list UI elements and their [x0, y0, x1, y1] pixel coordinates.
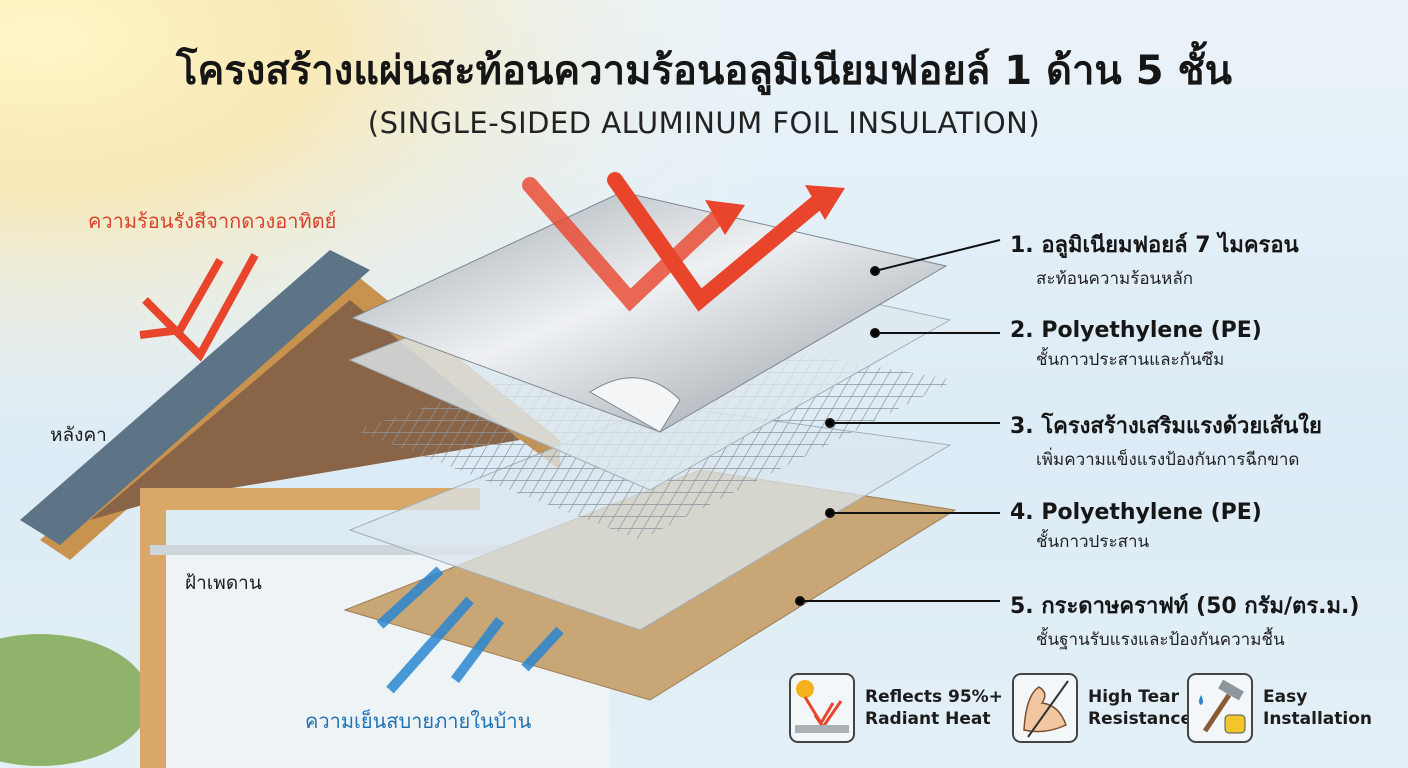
layer-label-4: 4. Polyethylene (PE) ชั้นกาวประสาน [1010, 500, 1262, 555]
page-subtitle: (SINGLE-SIDED ALUMINUM FOIL INSULATION) [367, 106, 1041, 140]
indoor-cool-label: ความเย็นสบายภายในบ้าน [305, 709, 532, 733]
layer-desc: ชั้นกาวประสาน [1036, 532, 1150, 552]
sun-heat-arrows [139, 253, 259, 362]
layer-title: 3. โครงสร้างเสริมแรงด้วยเส้นใย [1010, 414, 1322, 439]
layer-desc: ชั้นกาวประสานและกันซึม [1036, 350, 1225, 370]
feature-line: Radiant Heat [865, 709, 991, 729]
leader-lines [795, 239, 1001, 606]
feature-reflects: Reflects 95%+Radiant Heat [789, 673, 1003, 743]
feature-line: Easy [1263, 687, 1308, 707]
ceiling-label: ฝ้าเพดาน [185, 572, 262, 594]
reflected-heat-arrows [522, 172, 828, 312]
layer-title: 5. กระดาษคราฟท์ (50 กรัม/ตร.ม.) [1010, 594, 1360, 619]
layer-label-5: 5. กระดาษคราฟท์ (50 กรัม/ตร.ม.) ชั้นฐานรั… [1010, 588, 1359, 653]
aluminum-foil-layer [350, 191, 948, 433]
layer-desc: สะท้อนความร้อนหลัก [1036, 269, 1194, 289]
wood-post [140, 488, 166, 768]
layer-label-1: 1. อลูมิเนียมฟอยล์ 7 ไมครอนสะท้อนความร้อ… [1010, 227, 1299, 292]
layer-title: 1. อลูมิเนียมฟอยล์ 7 ไมครอน [1010, 233, 1299, 258]
roof-label: หลังคา [50, 424, 107, 446]
layer-title: 4. Polyethylene (PE) [1010, 500, 1262, 525]
layer-desc: ชั้นฐานรับแรงและป้องกันความชื้น [1036, 630, 1285, 650]
page-title: โครงสร้างแผ่นสะท้อนความร้อนอลูมิเนียมฟอย… [176, 48, 1232, 94]
layer-label-3: 3. โครงสร้างเสริมแรงด้วยเส้นใยเพิ่มความแ… [1010, 408, 1322, 473]
feature-line: Installation [1263, 709, 1373, 729]
feature-line: Resistance [1088, 709, 1192, 729]
arrowhead [805, 185, 845, 220]
strong-arm-icon [1012, 673, 1078, 743]
hammer-tape-icon [1187, 673, 1253, 743]
wood-beam [150, 488, 480, 510]
sun-heat-label: ความร้อนรังสีจากดวงอาทิตย์ [88, 209, 337, 233]
feature-line: Reflects 95%+ [865, 687, 1003, 707]
ceiling-board [150, 545, 570, 555]
cool-air-arrows [376, 566, 564, 694]
layer-label-2: 2. Polyethylene (PE) ชั้นกาวประสานและกันซ… [1010, 318, 1262, 373]
feature-line: High Tear [1088, 687, 1179, 707]
arrowhead [705, 200, 745, 235]
layer-desc: เพิ่มความแข็งแรงป้องกันการฉีกขาด [1036, 450, 1300, 470]
foil-curl [589, 377, 681, 433]
layer-title: 2. Polyethylene (PE) [1010, 318, 1262, 343]
bush [0, 634, 150, 766]
reflect-heat-icon [789, 673, 855, 743]
roof-tiles [20, 250, 370, 545]
